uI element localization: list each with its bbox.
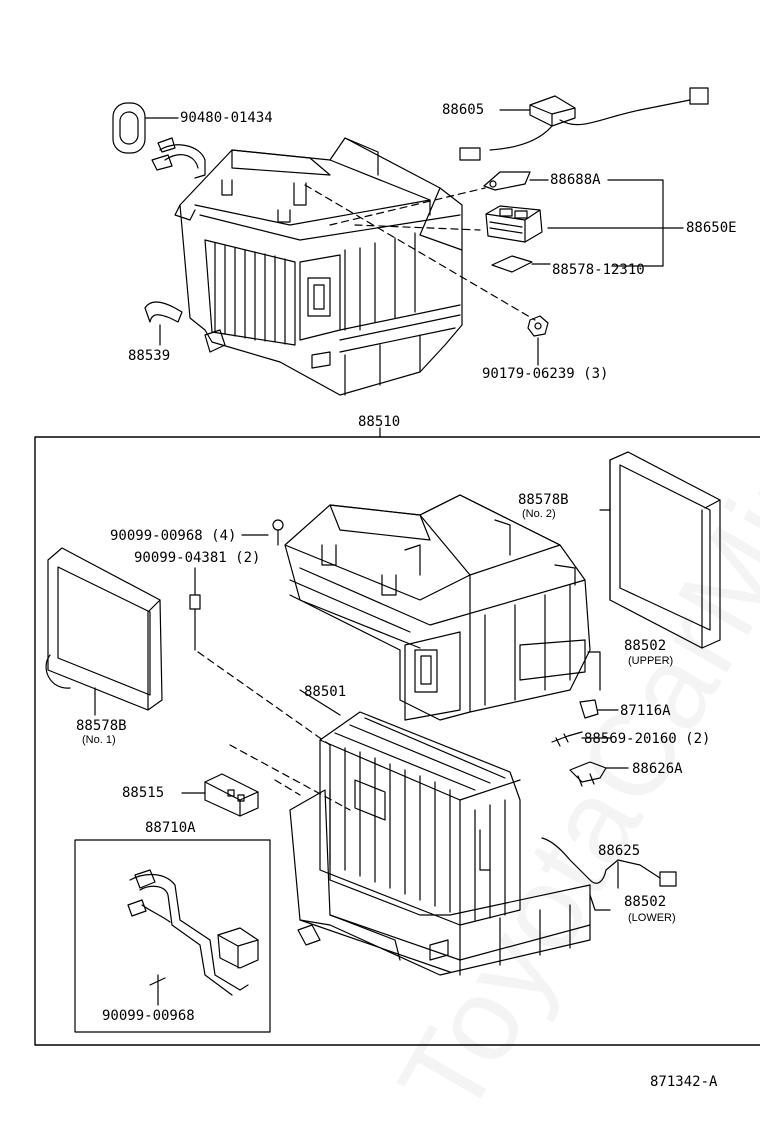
label-88502-upper: 88502 — [624, 638, 667, 654]
assembly-frame — [34, 436, 760, 1046]
grommet-part — [112, 102, 179, 154]
label-88539: 88539 — [128, 348, 171, 364]
expansion-valve-box — [74, 839, 271, 1033]
label-88710a: 88710A — [145, 820, 196, 836]
guide-lines — [304, 184, 536, 321]
label-88569-20160: 88569-20160 (2) — [584, 731, 711, 747]
pad-part — [491, 255, 551, 273]
label-88688a: 88688A — [550, 172, 601, 188]
filter-frame-no2 — [609, 451, 721, 649]
sensor-part — [459, 87, 709, 161]
bracket-callout — [547, 179, 684, 267]
label-88515: 88515 — [122, 785, 165, 801]
nut-part — [527, 315, 549, 366]
label-88502-lower-sub: (LOWER) — [628, 912, 676, 924]
label-88502-lower: 88502 — [624, 894, 667, 910]
label-88626a: 88626A — [632, 761, 683, 777]
amplifier-part — [485, 205, 543, 243]
top-evaporator-housing — [151, 137, 463, 396]
parts-diagram: ToyotaCarMine.ru — [34, 87, 760, 1138]
evaporator-core — [319, 711, 521, 926]
label-90099-00968-4: 90099-00968 (4) — [110, 528, 237, 544]
label-88578b-no1: 88578B — [76, 718, 127, 734]
clip-part — [483, 171, 549, 191]
filter-frame-no1 — [45, 547, 163, 711]
label-90480-01434: 90480-01434 — [180, 110, 273, 126]
label-90179-06239: 90179-06239 (3) — [482, 366, 609, 382]
label-88578b-no2-sub: (No. 2) — [522, 508, 556, 520]
label-88578b-no2: 88578B — [518, 492, 569, 508]
label-90099-04381: 90099-04381 (2) — [134, 550, 261, 566]
clip-87116a — [579, 699, 619, 719]
lower-case-part — [289, 789, 591, 976]
box-guide-lines — [197, 651, 351, 811]
upper-case-part — [284, 494, 591, 721]
label-88650e: 88650E — [686, 220, 737, 236]
label-88501: 88501 — [304, 684, 347, 700]
label-88502-upper-sub: (UPPER) — [628, 655, 674, 667]
diagram-drawing — [34, 87, 760, 1046]
label-88578-12310: 88578-12310 — [552, 262, 645, 278]
label-87116a: 87116A — [620, 703, 671, 719]
screw-parts — [189, 519, 284, 651]
expansion-valve-part — [127, 869, 259, 1006]
thermistor-part — [181, 773, 259, 817]
label-88625: 88625 — [598, 843, 641, 859]
connector-88626a — [569, 761, 629, 787]
label-88578b-no1-sub: (No. 1) — [82, 734, 116, 746]
wire-88625 — [541, 837, 677, 889]
screw-88569 — [551, 731, 611, 747]
label-88510: 88510 — [358, 414, 401, 430]
diagram-code: 871342-A — [650, 1074, 718, 1090]
core-leader — [299, 689, 341, 716]
label-88605: 88605 — [442, 102, 485, 118]
hose-part — [144, 301, 183, 346]
label-90099-00968: 90099-00968 — [102, 1008, 195, 1024]
case-leaders — [587, 651, 611, 911]
